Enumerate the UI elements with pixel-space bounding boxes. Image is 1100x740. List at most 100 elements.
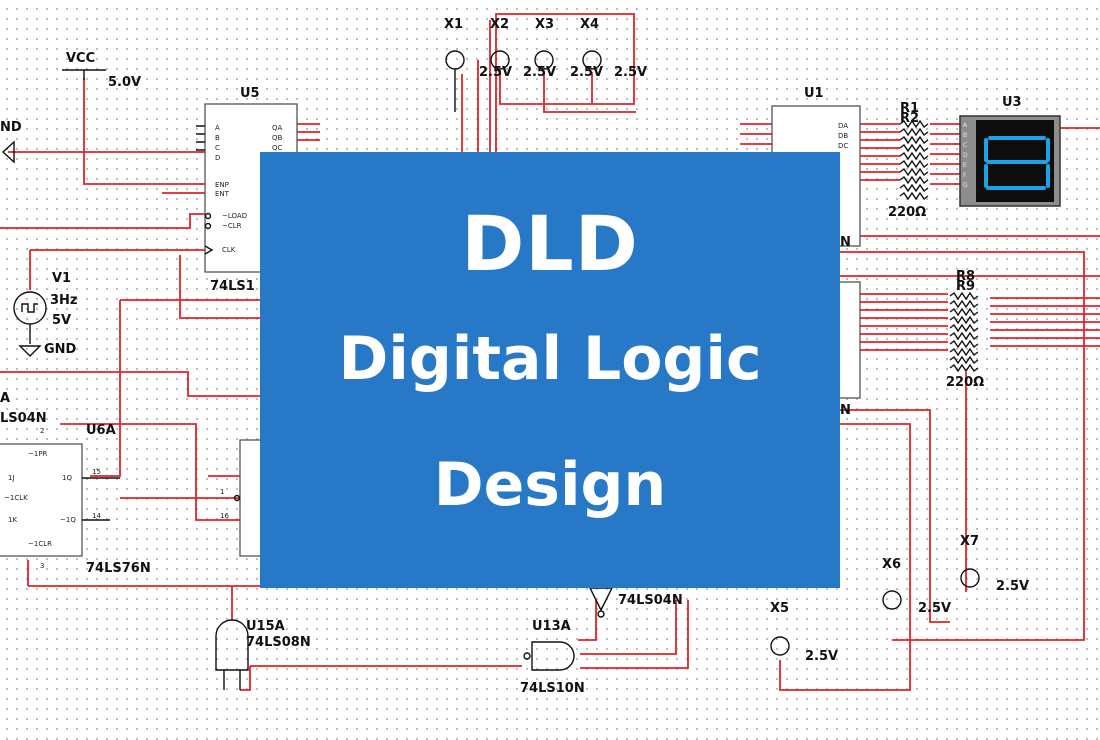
probe-x1: X1 — [444, 17, 465, 112]
nand-gate-ref: U13A — [532, 619, 571, 634]
svg-text:1K: 1K — [8, 516, 17, 524]
svg-text:15: 15 — [92, 468, 101, 476]
inverter-bottom: 74LS04N — [588, 587, 683, 618]
clock-amp: 5V — [52, 313, 71, 328]
probe-x3: X3 2.5V — [523, 17, 556, 80]
vcc-label: VCC — [66, 51, 95, 66]
svg-text:E: E — [963, 162, 967, 169]
clock-freq: 3Hz — [50, 293, 78, 308]
svg-text:1J: 1J — [8, 474, 15, 482]
svg-text:16: 16 — [220, 512, 229, 520]
counter-part: 74LS1 — [210, 279, 255, 294]
svg-text:X1: X1 — [444, 17, 463, 32]
resistor-bank-bottom: R8 R9 220Ω — [946, 269, 984, 390]
svg-text:2.5V: 2.5V — [996, 579, 1029, 594]
svg-text:~1CLK: ~1CLK — [4, 494, 28, 502]
banner-title: DLD — [461, 199, 639, 288]
svg-text:~1PR: ~1PR — [28, 450, 48, 458]
svg-text:F: F — [963, 172, 967, 179]
and-gate-ref: U15A — [246, 619, 285, 634]
svg-text:R9: R9 — [956, 279, 975, 294]
svg-text:QC: QC — [272, 144, 283, 152]
clock-source: V1 3Hz 5V GND — [13, 271, 78, 357]
svg-text:ENP: ENP — [215, 181, 229, 189]
svg-text:2.5V: 2.5V — [523, 65, 556, 80]
svg-text:X4: X4 — [580, 17, 599, 32]
svg-text:~1CLR: ~1CLR — [28, 540, 52, 548]
nand-gate-part: 74LS10N — [520, 681, 585, 696]
svg-text:3: 3 — [40, 562, 44, 570]
svg-text:A: A — [215, 124, 220, 132]
and-gate-part: 74LS08N — [246, 635, 311, 650]
svg-text:LS04N: LS04N — [0, 411, 47, 426]
probe-x4: X4 2.5V — [570, 17, 603, 80]
svg-text:DB: DB — [838, 132, 848, 140]
svg-text:X3: X3 — [535, 17, 554, 32]
svg-text:2: 2 — [40, 427, 44, 435]
svg-text:C: C — [215, 144, 220, 152]
svg-text:DA: DA — [838, 122, 848, 130]
svg-text:D: D — [963, 152, 968, 159]
probe-x4-extra-value: 2.5V — [614, 65, 647, 80]
title-banner: DLD Digital Logic Design — [260, 152, 840, 588]
svg-text:X2: X2 — [490, 17, 509, 32]
probe-x6: X6 2.5V — [882, 557, 951, 616]
banner-subtitle-line1: Digital Logic — [338, 324, 762, 394]
svg-text:~CLR: ~CLR — [222, 222, 242, 230]
decoder-bottom-suffix: N — [840, 403, 851, 418]
svg-text:2.5V: 2.5V — [479, 65, 512, 80]
svg-text:14: 14 — [92, 512, 101, 520]
svg-text:B: B — [963, 132, 967, 139]
vcc-value: 5.0V — [108, 75, 141, 90]
probe-x5: X5 2.5V — [770, 601, 838, 664]
seven-segment-display: U3 A B C D E F G — [959, 95, 1061, 207]
res-bottom-value: 220Ω — [946, 375, 984, 390]
jk-part: 74LS76N — [86, 561, 151, 576]
svg-text:D: D — [215, 154, 220, 162]
jk-flipflop-u6a: U6A 74LS76N ~1PR 1J ~1CLK 1K ~1CLR 1Q ~1… — [0, 423, 151, 576]
svg-text:B: B — [215, 134, 220, 142]
svg-text:1Q: 1Q — [62, 474, 72, 482]
svg-text:A: A — [963, 122, 968, 129]
svg-text:QB: QB — [272, 134, 283, 142]
svg-text:X5: X5 — [770, 601, 789, 616]
jk-ref: U6A — [86, 423, 116, 438]
decoder-top-suffix: N — [840, 235, 851, 250]
svg-text:X6: X6 — [882, 557, 901, 572]
svg-text:G: G — [963, 182, 968, 189]
svg-text:C: C — [963, 142, 967, 149]
svg-text:R8: R8 — [956, 269, 975, 284]
segment-digit — [984, 136, 1050, 190]
svg-text:1: 1 — [220, 488, 224, 496]
clock-ref: V1 — [52, 271, 71, 286]
svg-text:DC: DC — [838, 142, 848, 150]
svg-text:~1Q: ~1Q — [60, 516, 76, 524]
resistor-bank-top: R1 R2 220Ω — [888, 101, 929, 220]
clock-gnd: GND — [44, 342, 77, 357]
svg-text:QA: QA — [272, 124, 283, 132]
ground-top: ND — [0, 120, 22, 164]
svg-text:ENT: ENT — [215, 190, 230, 198]
probe-x2: X2 2.5V — [479, 17, 512, 80]
svg-text:2.5V: 2.5V — [570, 65, 603, 80]
decoder-top-ref: U1 — [804, 86, 824, 101]
svg-text:~LOAD: ~LOAD — [222, 212, 247, 220]
svg-text:2.5V: 2.5V — [918, 601, 951, 616]
svg-text:2.5V: 2.5V — [805, 649, 838, 664]
nand-gate-u13a: U13A 74LS10N — [520, 619, 585, 696]
svg-text:R1: R1 — [900, 101, 919, 116]
and-gate-u15a: U15A 74LS08N — [215, 619, 311, 690]
probe-x7: X7 2.5V — [960, 534, 1029, 594]
res-top-value: 220Ω — [888, 205, 926, 220]
svg-text:X7: X7 — [960, 534, 979, 549]
inverter-bottom-part: 74LS04N — [618, 593, 683, 608]
display-ref: U3 — [1002, 95, 1022, 110]
counter-ref: U5 — [240, 86, 260, 101]
wires — [0, 13, 1100, 691]
inverter-left: A LS04N 2 — [0, 391, 47, 435]
vcc-source: VCC 5.0V — [62, 51, 141, 90]
svg-text:CLK: CLK — [222, 246, 236, 254]
svg-text:A: A — [0, 391, 10, 406]
banner-subtitle-line2: Design — [433, 450, 667, 520]
